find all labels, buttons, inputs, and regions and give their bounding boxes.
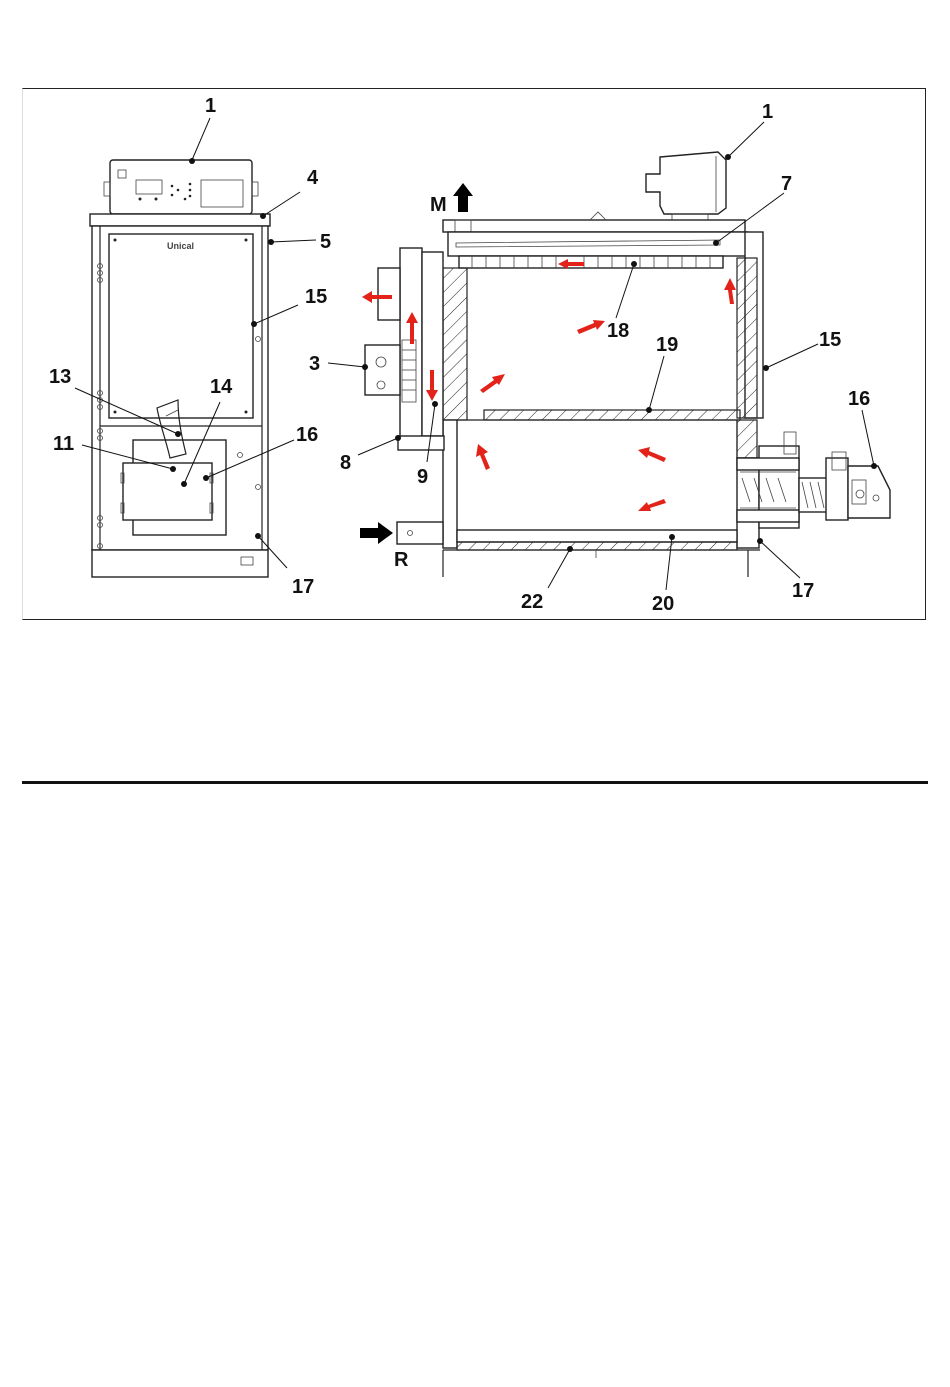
gas-arrow-up-right bbox=[724, 278, 736, 304]
flow-return-arrow-icon bbox=[360, 522, 393, 544]
left-water-jacket bbox=[443, 420, 457, 548]
brand-label: Unical bbox=[167, 241, 194, 251]
right-lower-casing bbox=[737, 458, 759, 548]
left-insulation-upper bbox=[443, 268, 467, 420]
callout-fv-16: 16 bbox=[296, 424, 318, 446]
front-fan-assembly bbox=[365, 248, 443, 440]
callout-sv-17: 17 bbox=[792, 580, 814, 602]
base-insulation bbox=[457, 542, 737, 550]
top-casing bbox=[443, 220, 745, 232]
gas-arrow-lower-right-1 bbox=[638, 447, 666, 462]
front-flange bbox=[398, 436, 444, 450]
callout-fv-17: 17 bbox=[292, 576, 314, 598]
callout-fv-15: 15 bbox=[305, 286, 327, 308]
callout-sv-9: 9 bbox=[417, 466, 428, 488]
callout-sv-16: 16 bbox=[848, 388, 870, 410]
callout-fv-1: 1 bbox=[205, 95, 216, 117]
callout-fv-4: 4 bbox=[307, 167, 319, 189]
return-pipe bbox=[397, 522, 443, 544]
burner-plate bbox=[123, 463, 212, 520]
section-divider bbox=[22, 781, 928, 784]
gas-arrow-lower-left-up bbox=[476, 444, 490, 470]
callout-sv-18: 18 bbox=[607, 320, 629, 342]
top-cover bbox=[90, 214, 270, 226]
ash-pan bbox=[457, 530, 737, 542]
callout-sv-19: 19 bbox=[656, 334, 678, 356]
control-panel bbox=[104, 160, 258, 214]
callout-sv-R: R bbox=[394, 549, 409, 571]
callout-fv-11: 11 bbox=[53, 433, 74, 455]
callout-sv-22: 22 bbox=[521, 591, 543, 613]
gas-arrow-diag-2 bbox=[577, 320, 605, 334]
callout-sv-8: 8 bbox=[340, 452, 351, 474]
gas-arrow-lower-right-2 bbox=[638, 499, 666, 511]
gas-arrow-diag-1 bbox=[480, 374, 505, 393]
callout-sv-7: 7 bbox=[781, 173, 792, 195]
callout-sv-3: 3 bbox=[309, 353, 320, 375]
flow-outlet-arrow-icon bbox=[453, 183, 473, 212]
baffle-plate bbox=[484, 410, 740, 420]
right-insulation bbox=[737, 258, 757, 418]
callout-sv-20: 20 bbox=[652, 593, 674, 615]
callout-sv-1: 1 bbox=[762, 101, 773, 123]
front-view: Unical bbox=[90, 160, 270, 577]
callout-fv-5: 5 bbox=[320, 231, 331, 253]
callout-fv-13: 13 bbox=[49, 366, 71, 388]
callout-fv-14: 14 bbox=[210, 376, 233, 398]
callout-sv-15: 15 bbox=[819, 329, 841, 351]
top-motor bbox=[646, 152, 726, 220]
right-insulation-lower bbox=[737, 420, 757, 458]
flue-tube bbox=[448, 232, 748, 256]
cabinet-base bbox=[92, 550, 268, 577]
screw-feeder bbox=[737, 432, 890, 528]
callout-sv-M: M bbox=[430, 194, 447, 216]
turbulator-row bbox=[459, 256, 723, 268]
